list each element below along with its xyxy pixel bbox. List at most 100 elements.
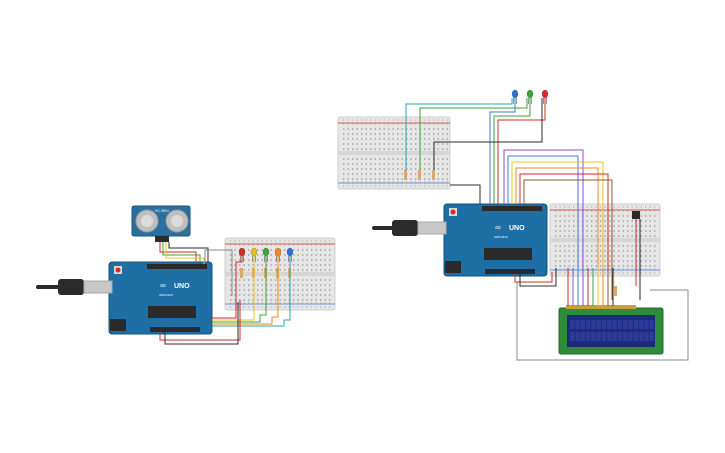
- hole: [311, 302, 313, 304]
- ultrasonic-sensor[interactable]: HC-SR04: [131, 205, 191, 242]
- hole: [442, 173, 444, 175]
- potentiometer[interactable]: [632, 211, 640, 219]
- hole: [324, 279, 326, 281]
- hole: [257, 299, 259, 301]
- hole: [257, 302, 259, 304]
- hole: [618, 206, 620, 208]
- hole: [383, 123, 385, 125]
- hole: [234, 259, 236, 261]
- hole: [370, 178, 372, 180]
- hole: [388, 143, 390, 145]
- hole: [234, 299, 236, 301]
- hole: [586, 245, 588, 247]
- hole: [424, 181, 426, 183]
- hole: [257, 259, 259, 261]
- hole: [329, 240, 331, 242]
- hole: [618, 255, 620, 257]
- arduino-board-left[interactable]: UNO ∞ ARDUINO: [108, 261, 213, 335]
- hole: [636, 265, 638, 267]
- hole: [270, 240, 272, 242]
- hole: [234, 254, 236, 256]
- hole: [573, 210, 575, 212]
- hole: [239, 294, 241, 296]
- hole: [631, 225, 633, 227]
- hole: [230, 302, 232, 304]
- hole: [392, 133, 394, 135]
- hole: [361, 178, 363, 180]
- resistor[interactable]: [404, 170, 407, 180]
- hole: [649, 255, 651, 257]
- hole: [555, 225, 557, 227]
- hole: [252, 279, 254, 281]
- hole: [564, 255, 566, 257]
- hole: [284, 289, 286, 291]
- hole: [284, 240, 286, 242]
- hole: [320, 302, 322, 304]
- arduino-board-right[interactable]: UNO ∞ ARDUINO: [443, 203, 548, 277]
- wire: [515, 167, 599, 300]
- hole: [586, 255, 588, 257]
- hole: [248, 259, 250, 261]
- hole: [288, 302, 290, 304]
- hole: [627, 250, 629, 252]
- hole: [279, 254, 281, 256]
- hole: [379, 178, 381, 180]
- hole: [613, 206, 615, 208]
- hole: [320, 244, 322, 246]
- lcd-display[interactable]: [558, 305, 664, 355]
- hole: [374, 143, 376, 145]
- hole: [564, 250, 566, 252]
- wire: [405, 98, 513, 170]
- hole: [383, 133, 385, 135]
- hole: [604, 268, 606, 270]
- arduino-logo: ∞: [495, 223, 501, 232]
- hole: [252, 302, 254, 304]
- hole: [248, 306, 250, 308]
- hole: [627, 235, 629, 237]
- hole: [311, 279, 313, 281]
- lcd-cell: [612, 332, 617, 341]
- hole: [555, 250, 557, 252]
- hole: [428, 128, 430, 130]
- hole: [609, 206, 611, 208]
- hole: [555, 210, 557, 212]
- resistors-top: [404, 170, 435, 180]
- hole: [397, 185, 399, 187]
- hole: [288, 259, 290, 261]
- hole: [613, 230, 615, 232]
- hole: [270, 294, 272, 296]
- hole: [401, 178, 403, 180]
- hole: [564, 230, 566, 232]
- transducer-mesh: [141, 215, 153, 227]
- resistor[interactable]: [614, 286, 617, 296]
- hole: [564, 206, 566, 208]
- led: [238, 247, 246, 257]
- hole: [410, 143, 412, 145]
- hole: [437, 158, 439, 160]
- hole: [306, 279, 308, 281]
- hole: [415, 119, 417, 121]
- breadboard-top[interactable]: [337, 116, 451, 190]
- lcd-cell: [601, 320, 607, 329]
- resistor[interactable]: [432, 170, 435, 180]
- hole: [654, 225, 656, 227]
- hole: [649, 265, 651, 267]
- hole: [315, 244, 317, 246]
- resistor[interactable]: [418, 170, 421, 180]
- hole: [293, 279, 295, 281]
- hole: [397, 178, 399, 180]
- hole: [388, 133, 390, 135]
- hole: [555, 230, 557, 232]
- hole: [324, 284, 326, 286]
- hole: [568, 235, 570, 237]
- hole: [284, 302, 286, 304]
- resistor[interactable]: [240, 268, 243, 278]
- hole: [388, 119, 390, 121]
- hole: [248, 264, 250, 266]
- hole: [640, 235, 642, 237]
- hole: [568, 210, 570, 212]
- hole: [573, 206, 575, 208]
- hole: [573, 225, 575, 227]
- hole: [640, 230, 642, 232]
- hole: [356, 133, 358, 135]
